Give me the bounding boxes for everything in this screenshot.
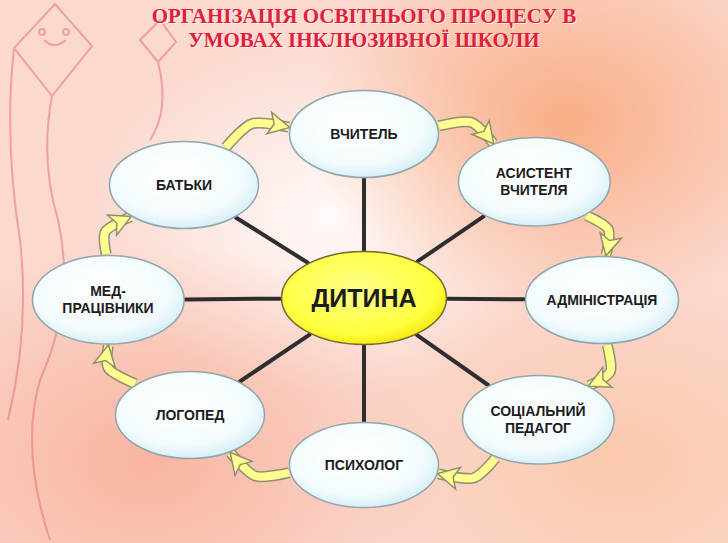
spoke-path [236, 218, 307, 263]
spoke-line [364, 179, 365, 250]
ellipse-shape [458, 138, 610, 227]
role-label: ВЧИТЕЛЬ [330, 126, 397, 143]
ellipse-shape [290, 91, 439, 178]
node-texts: АСИСТЕНТ ВЧИТЕЛЯ [474, 165, 594, 199]
role-ellipse: СОЦІАЛЬНИЙ ПЕДАГОГ [461, 374, 616, 466]
role-ellipse: ПСИХОЛОГ [288, 421, 440, 509]
arrow-body [589, 345, 611, 386]
role-label: БАТЬКИ [156, 177, 212, 194]
cycle-arrow [231, 453, 289, 477]
node-texts: БАТЬКИ [156, 177, 212, 194]
spoke-path [448, 297, 524, 302]
ellipse-shape [32, 256, 184, 345]
role-label: МЕД- ПРАЦІВНИКИ [48, 283, 168, 317]
node-texts: СОЦІАЛЬНИЙ ПЕДАГОГ [478, 403, 598, 437]
spoke-line [417, 335, 488, 385]
role-ellipse: АДМІНІСТРАЦІЯ [524, 255, 680, 345]
role-ellipse: ВЧИТЕЛЬ [288, 89, 440, 179]
role-label: СОЦІАЛЬНИЙ ПЕДАГОГ [478, 403, 598, 437]
cycle-arrow [226, 123, 289, 147]
arrow-outline [589, 345, 611, 386]
spoke-line [240, 335, 309, 382]
spoke-path [240, 335, 309, 382]
spoke-path [417, 335, 488, 385]
cycle-arrow [589, 345, 611, 386]
spoke-line [185, 298, 280, 300]
cycle-arrow [439, 122, 493, 143]
cycle-arrow [104, 217, 130, 254]
cycle-arrow [587, 216, 610, 256]
spoke-path [185, 297, 280, 302]
arrow-outline [587, 216, 610, 256]
node-texts: ВЧИТЕЛЬ [330, 126, 397, 143]
spoke-line [364, 346, 365, 421]
spoke-path [418, 217, 483, 262]
arrow-body [107, 346, 135, 384]
title-area: ОРГАНІЗАЦІЯ ОСВІТНЬОГО ПРОЦЕСУ В УМОВАХ … [0, 4, 728, 52]
node-texts: АДМІНІСТРАЦІЯ [547, 292, 658, 309]
center-ellipse: ДИТИНА [280, 250, 448, 346]
spoke-line [236, 218, 307, 263]
diagram-title: ОРГАНІЗАЦІЯ ОСВІТНЬОГО ПРОЦЕСУ В УМОВАХ … [124, 4, 604, 52]
arrow-outline [104, 217, 130, 254]
role-label: ПСИХОЛОГ [325, 457, 403, 474]
role-label: ЛОГОПЕД [156, 407, 225, 424]
arrow-body [438, 458, 495, 478]
spoke-line [418, 217, 483, 262]
spoke-path [362, 179, 366, 250]
arrow-outline [438, 458, 495, 478]
role-label: АСИСТЕНТ ВЧИТЕЛЯ [474, 165, 594, 199]
ellipse-shape [116, 372, 265, 459]
arrow-body [104, 217, 130, 254]
role-ellipse: АСИСТЕНТ ВЧИТЕЛЯ [457, 136, 612, 228]
arrow-body [226, 123, 289, 147]
role-ellipse: БАТЬКИ [108, 140, 260, 230]
node-texts: МЕД- ПРАЦІВНИКИ [48, 283, 168, 317]
arrow-outline [231, 453, 289, 477]
role-ellipse: ЛОГОПЕД [114, 370, 266, 460]
arrow-body [231, 453, 289, 477]
node-texts: ЛОГОПЕД [156, 407, 225, 424]
ellipse-shape [290, 423, 439, 508]
role-ellipse: МЕД- ПРАЦІВНИКИ [31, 254, 186, 346]
spoke-line [448, 298, 524, 300]
arrow-outline [107, 346, 135, 384]
arrow-body [439, 122, 493, 143]
role-label: АДМІНІСТРАЦІЯ [547, 292, 658, 309]
arrow-outline [226, 123, 289, 147]
spoke-path [362, 346, 366, 421]
arrow-body [587, 216, 610, 256]
ellipse-shape [282, 252, 447, 345]
arrow-outline [439, 122, 493, 143]
ellipse-shape [526, 257, 679, 344]
cycle-arrow [107, 346, 135, 384]
ellipse-shape [462, 376, 614, 465]
node-texts: ДИТИНА [311, 283, 416, 313]
ellipse-shape [110, 142, 259, 229]
cycle-arrow [438, 458, 495, 478]
center-label: ДИТИНА [311, 283, 416, 313]
node-texts: ПСИХОЛОГ [325, 457, 403, 474]
